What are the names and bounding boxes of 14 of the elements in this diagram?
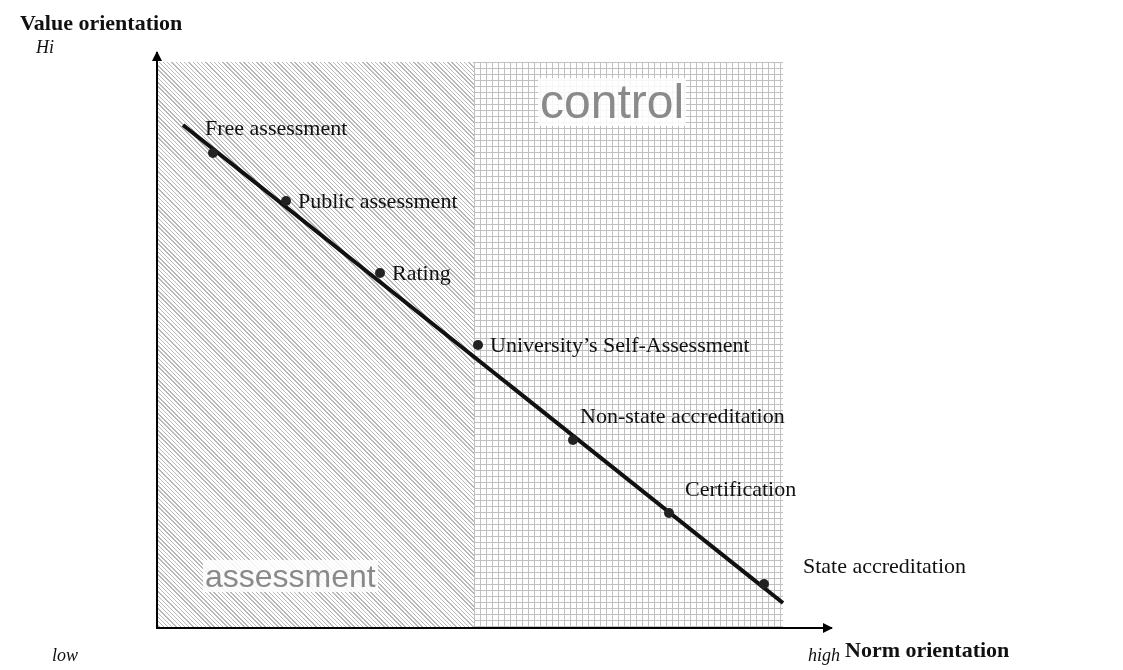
region-label: assessment	[203, 560, 378, 592]
point-label: State accreditation	[803, 555, 967, 577]
point-label: Non-state accreditation	[580, 405, 785, 427]
axis-title: Value orientation	[20, 12, 183, 34]
axis-level-label: Hi	[36, 38, 54, 56]
point-label: University’s Self-Assessment	[490, 334, 750, 356]
axis-level-label: low	[52, 646, 78, 664]
point-label: Certification	[685, 478, 797, 500]
axis-title: Norm orientation	[845, 639, 1010, 661]
point-label: Free assessment	[205, 117, 348, 139]
point-label: Rating	[392, 262, 451, 284]
region-label: control	[538, 78, 687, 126]
axis-level-label: high	[808, 646, 840, 664]
point-label: Public assessment	[298, 190, 458, 212]
